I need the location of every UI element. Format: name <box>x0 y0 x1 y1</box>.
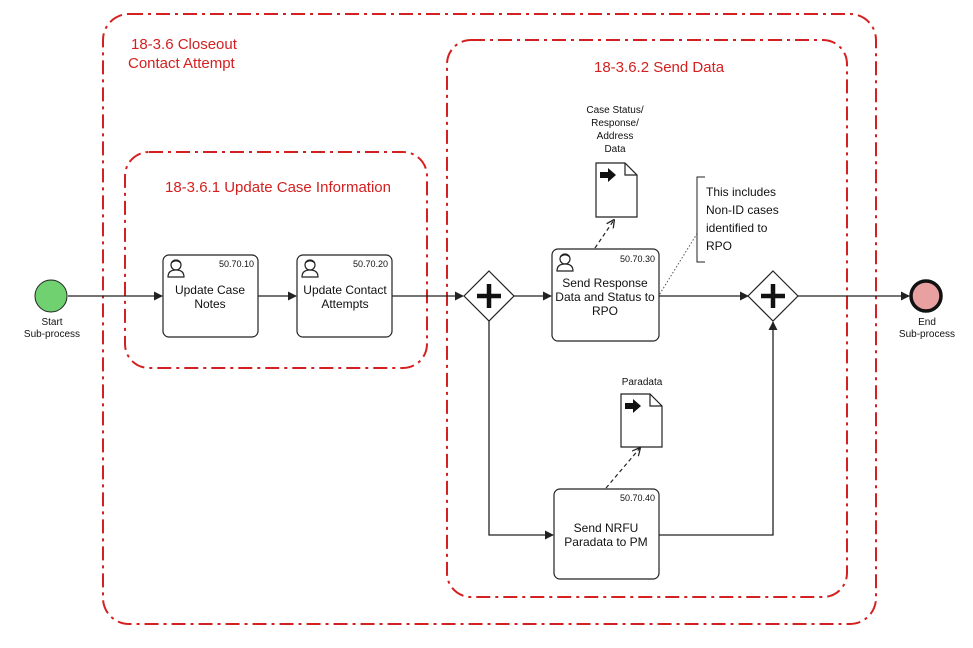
arrow-right-icon <box>625 399 641 413</box>
flow-t4-to-join <box>659 321 778 536</box>
task-label-line2: Data and Status to <box>555 290 655 304</box>
assoc-t4-to-data2 <box>605 448 640 489</box>
annotation-connector <box>644 231 699 319</box>
end-event-label-line2: Sub-process <box>899 329 955 340</box>
data-object-label-line3: Address <box>597 131 634 142</box>
parallel-gateway-join[interactable] <box>747 270 799 322</box>
data-object-paradata[interactable] <box>620 393 663 448</box>
end-event-label-line1: End <box>918 317 936 328</box>
annotation-line3: identified to <box>706 221 768 235</box>
task-id: 50.70.20 <box>353 259 388 269</box>
task-label-line2: Paradata to PM <box>564 535 647 549</box>
data-object-label-line2: Response/ <box>591 118 639 129</box>
annotation-line2: Non-ID cases <box>706 203 779 217</box>
data-object-label: Paradata <box>622 377 663 388</box>
group-outer-border <box>102 13 877 625</box>
group-send-border <box>446 39 848 598</box>
group-update-border <box>124 151 428 369</box>
start-event-label-line1: Start <box>41 317 62 328</box>
user-icon <box>301 259 319 278</box>
plus-icon <box>761 284 785 308</box>
outer-group-title-line1: 18-3.6 Closeout <box>131 36 238 53</box>
task-send-response-data[interactable]: 50.70.30 Send Response Data and Status t… <box>551 248 660 342</box>
outer-group-title-line2: Contact Attempt <box>128 55 236 72</box>
task-label-line3: RPO <box>592 304 618 318</box>
data-object-label-line1: Case Status/ <box>586 105 643 116</box>
task-label-line1: Update Contact <box>303 283 387 297</box>
task-label-line2: Notes <box>194 297 225 311</box>
task-id: 50.70.30 <box>620 254 655 264</box>
task-label-line1: Send Response <box>562 276 648 290</box>
task-label-line1: Update Case <box>175 283 245 297</box>
task-update-contact-attempts[interactable]: 50.70.20 Update Contact Attempts <box>296 254 393 338</box>
annotation-line1: This includes <box>706 185 776 199</box>
task-id: 50.70.10 <box>219 259 254 269</box>
task-label-line1: Send NRFU <box>574 521 639 535</box>
end-event[interactable] <box>909 279 943 313</box>
task-update-case-notes[interactable]: 50.70.10 Update Case Notes <box>162 254 259 338</box>
arrow-right-icon <box>600 168 616 182</box>
task-label-line2: Attempts <box>321 297 368 311</box>
parallel-gateway-split[interactable] <box>463 270 515 322</box>
start-event-label-line2: Sub-process <box>24 329 80 340</box>
data-object-label-line4: Data <box>604 144 626 155</box>
plus-icon <box>477 284 501 308</box>
flow-gateway-to-t4 <box>488 321 554 540</box>
data-object-case-status[interactable] <box>595 162 638 218</box>
task-send-nrfu-paradata[interactable]: 50.70.40 Send NRFU Paradata to PM <box>553 488 660 580</box>
user-icon <box>556 253 574 272</box>
assoc-t3-to-data1 <box>594 220 614 249</box>
start-event[interactable] <box>34 279 68 313</box>
user-icon <box>167 259 185 278</box>
annotation-line4: RPO <box>706 239 732 253</box>
send-group-title: 18-3.6.2 Send Data <box>594 59 725 76</box>
update-group-title: 18-3.6.1 Update Case Information <box>165 179 391 196</box>
text-annotation[interactable]: This includes Non-ID cases identified to… <box>696 176 779 263</box>
task-id: 50.70.40 <box>620 493 655 503</box>
